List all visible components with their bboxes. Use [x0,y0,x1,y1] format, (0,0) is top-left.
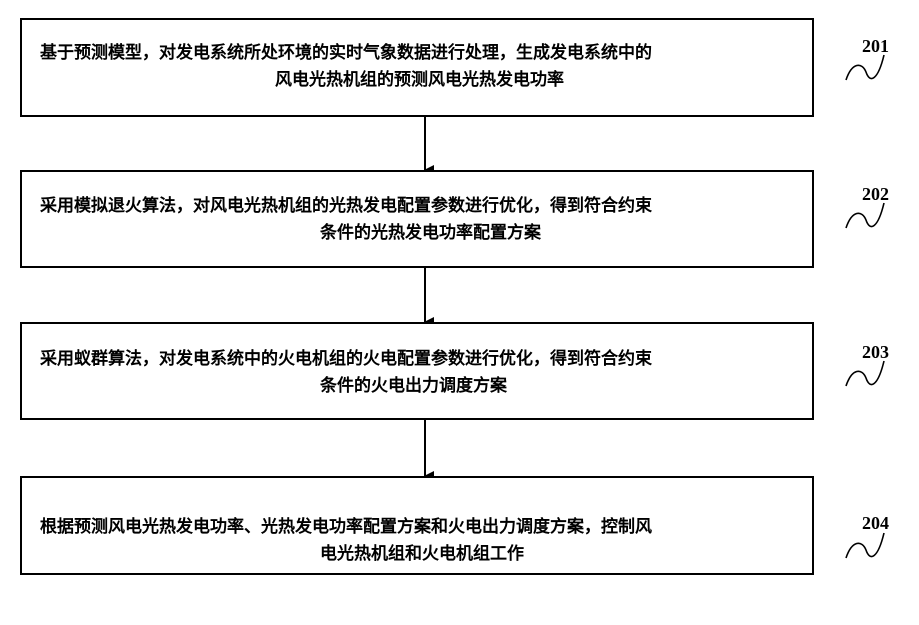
leader-squiggle-203 [846,361,884,386]
leader-squiggle-202 [846,203,884,228]
step-label-203: 203 [862,342,889,363]
step-201-text-line2: 风电光热机组的预测风电光热发电功率 [275,67,564,94]
step-201-text-line1: 基于预测模型，对发电系统所处环境的实时气象数据进行处理，生成发电系统中的 [40,40,652,67]
step-label-204: 204 [862,513,889,534]
step-label-202: 202 [862,184,889,205]
step-203-text-line2: 条件的火电出力调度方案 [320,373,507,400]
step-204-text-line2: 电光热机组和火电机组工作 [320,541,524,568]
leader-squiggle-204 [846,533,884,558]
step-label-201: 201 [862,36,889,57]
step-202-text-line1: 采用模拟退火算法，对风电光热机组的光热发电配置参数进行优化，得到符合约束 [40,193,652,220]
step-202-text-line2: 条件的光热发电功率配置方案 [320,220,541,247]
leader-squiggle-201 [846,55,884,80]
step-204-text-line1: 根据预测风电光热发电功率、光热发电功率配置方案和火电出力调度方案，控制风 [40,514,652,541]
step-203-text-line1: 采用蚁群算法，对发电系统中的火电机组的火电配置参数进行优化，得到符合约束 [40,346,652,373]
